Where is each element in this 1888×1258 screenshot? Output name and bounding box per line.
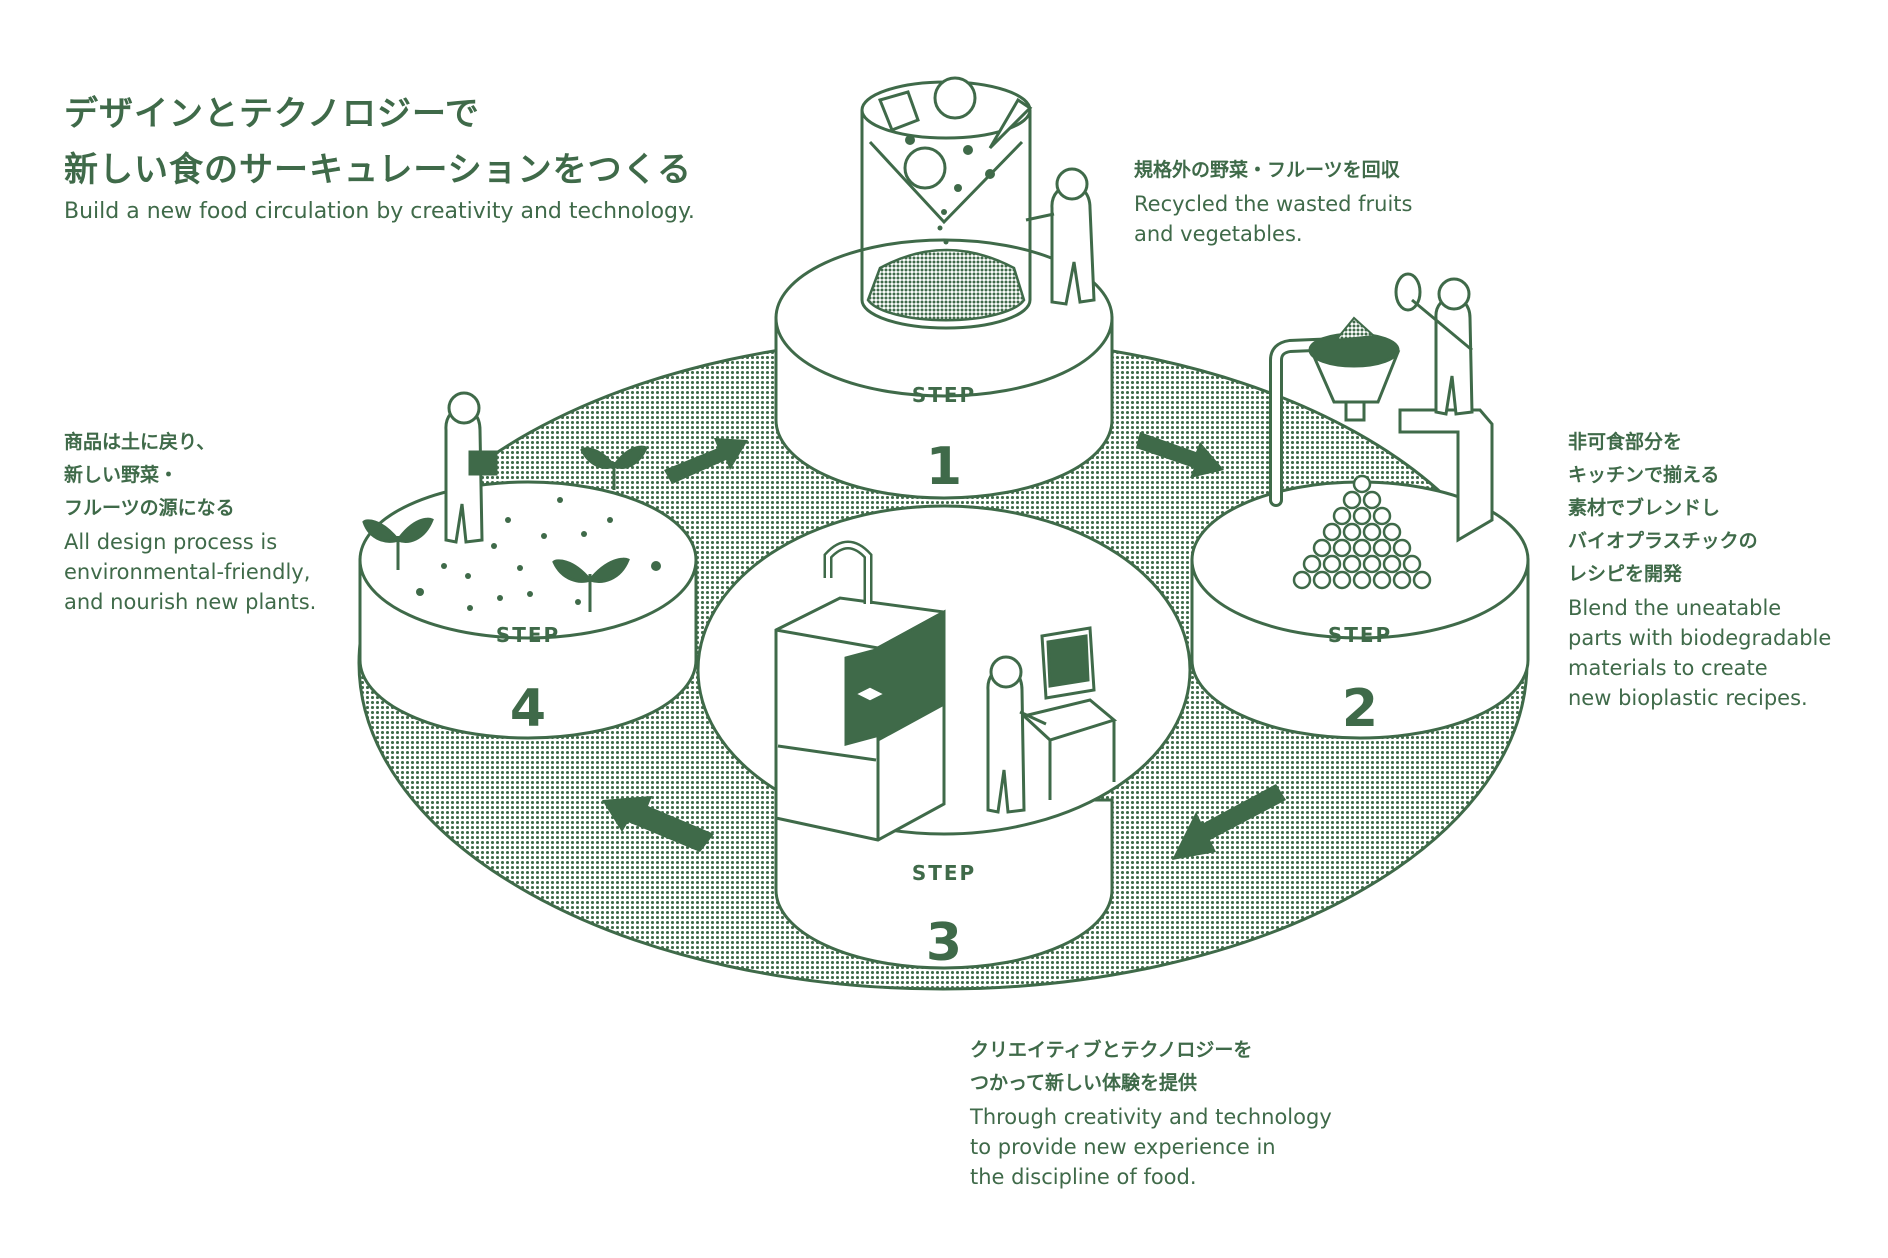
- arrow-step2-to-step3: [1172, 784, 1286, 860]
- apple-icon: [903, 146, 947, 190]
- person-step2-icon: [1394, 272, 1474, 416]
- step-2-caption-en: new bioplastic recipes.: [1568, 686, 1808, 710]
- 3d-printer-icon: [774, 540, 946, 842]
- step-3-caption-en: to provide new experience in: [970, 1135, 1276, 1159]
- step-4-caption-jp: 商品は土に戻り、: [64, 431, 216, 453]
- step-3-caption-en: Through creativity and technology: [970, 1105, 1332, 1129]
- step-2-caption-jp: 非可食部分を: [1568, 431, 1683, 453]
- page-title: デザインとテクノロジーで 新しい食のサーキュレーションをつくる: [64, 86, 692, 198]
- sprout-icon: [552, 557, 630, 612]
- step-1-caption-en: and vegetables.: [1134, 222, 1303, 246]
- arrow-step3-to-step4: [602, 796, 714, 852]
- step-4-caption-en: environmental-friendly,: [64, 560, 311, 584]
- workstation-icon: [1020, 626, 1118, 800]
- page-subtitle: Build a new food circulation by creativi…: [64, 199, 695, 224]
- step-4-caption-jp: フルーツの源になる: [64, 497, 235, 519]
- person-step1-icon: [1025, 167, 1096, 306]
- step-1-caption-en: Recycled the wasted fruits: [1134, 192, 1413, 216]
- pellet-pile-icon: [1292, 474, 1432, 590]
- step-1-caption: 規格外の野菜・フルーツを回収 Recycled the wasted fruit…: [1134, 154, 1412, 249]
- step-2-caption: 非可食部分を キッチンで揃える 素材でブレンドし バイオプラスチックの レシピを…: [1568, 426, 1831, 713]
- step-2-caption-en: Blend the uneatable: [1568, 596, 1782, 620]
- step-4-caption: 商品は土に戻り、 新しい野菜・ フルーツの源になる All design pro…: [64, 426, 316, 617]
- step-2-caption-jp: バイオプラスチックの: [1568, 530, 1758, 552]
- step-2-caption-jp: キッチンで揃える: [1568, 464, 1720, 486]
- arrow-step4-to-step1: [664, 438, 748, 484]
- step-1-number: 1: [926, 437, 962, 497]
- step-4-platform: STEP 4: [358, 391, 698, 740]
- sprout-icon: [362, 517, 434, 570]
- person-step4-icon: [444, 391, 498, 544]
- step-4-caption-en: All design process is: [64, 530, 278, 554]
- orange-icon: [933, 76, 977, 120]
- step-2-number: 2: [1342, 679, 1378, 739]
- step-3-caption-jp: つかって新しい体験を提供: [970, 1072, 1198, 1094]
- title-line-1: デザインとテクノロジーで: [64, 94, 480, 134]
- step-4-number: 4: [510, 679, 546, 739]
- arrow-step1-to-step2: [1136, 432, 1224, 478]
- step-4-caption-en: and nourish new plants.: [64, 590, 317, 614]
- step-3-number: 3: [926, 913, 962, 973]
- step-2-platform: STEP 2: [1190, 272, 1530, 740]
- step-3-caption-en: the discipline of food.: [970, 1165, 1197, 1189]
- step-2-caption-jp: レシピを開発: [1568, 563, 1683, 585]
- step-1-label: STEP: [912, 383, 976, 407]
- step-4-caption-jp: 新しい野菜・: [64, 464, 179, 486]
- step-4-label: STEP: [496, 623, 560, 647]
- step-1-platform: STEP 1: [774, 76, 1114, 500]
- title-line-2: 新しい食のサーキュレーションをつくる: [64, 150, 692, 190]
- step-3-platform: STEP 3: [696, 504, 1192, 973]
- step-2-label: STEP: [1328, 623, 1392, 647]
- step-3-caption: クリエイティブとテクノロジーを つかって新しい体験を提供 Through cre…: [970, 1034, 1332, 1192]
- step-2-caption-jp: 素材でブレンドし: [1568, 497, 1721, 519]
- step-1-caption-jp: 規格外の野菜・フルーツを回収: [1134, 159, 1400, 181]
- step-3-label: STEP: [912, 861, 976, 885]
- sprout-icon: [580, 445, 648, 490]
- carrot-icon: [988, 97, 1033, 150]
- step-3-caption-jp: クリエイティブとテクノロジーを: [970, 1039, 1253, 1061]
- person-step3-icon: [986, 655, 1047, 814]
- step-2-caption-en: materials to create: [1568, 656, 1768, 680]
- grapes-icon: [877, 90, 920, 132]
- step-2-caption-en: parts with biodegradable: [1568, 626, 1832, 650]
